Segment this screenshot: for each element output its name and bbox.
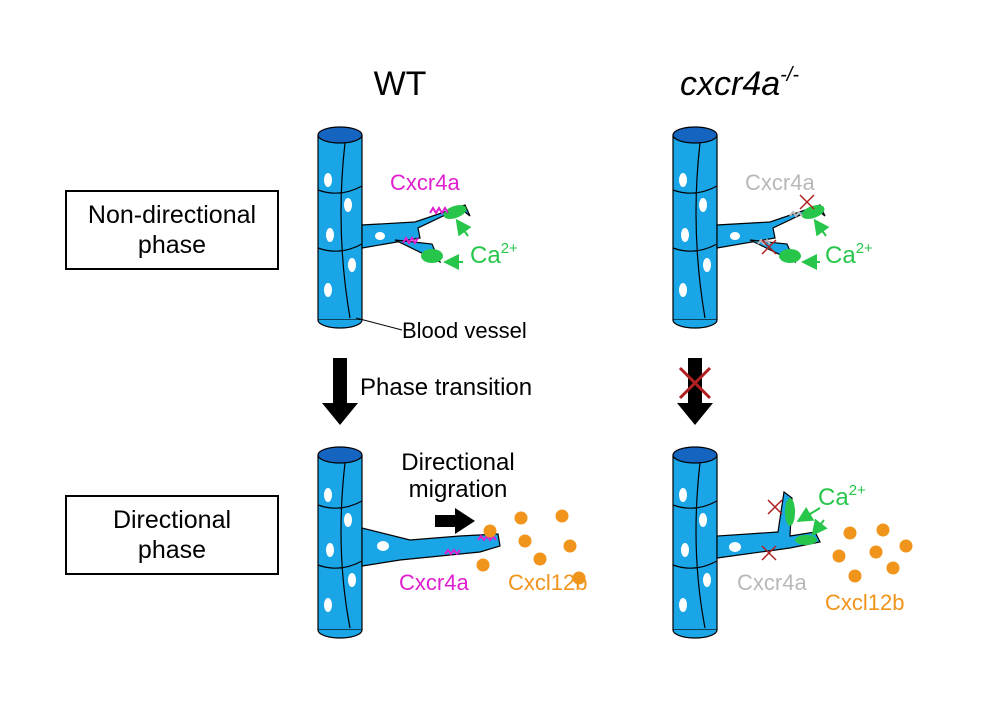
title-mutant: cxcr4a-/-: [680, 64, 799, 103]
label-cxcr4a: Cxcr4a: [390, 170, 460, 195]
block-cross: [761, 239, 777, 255]
panel-mutant-nondirectional: Cxcr4a Ca2+: [672, 126, 873, 329]
block-cross: [678, 366, 712, 400]
panel-mutant-directional: Ca2+ Cxcr4a Cxcl12b: [672, 446, 913, 639]
blood-vessel: [317, 126, 363, 329]
receptor-cxcr4a: [402, 236, 419, 245]
blood-vessel: [317, 446, 363, 639]
calcium-signal: [779, 249, 801, 263]
cxcl12b-ligands: [832, 523, 913, 583]
phase-box-directional: Directional phase: [65, 495, 279, 575]
endothelial-cell-sprout: [361, 527, 501, 567]
phase-label-line: phase: [137, 231, 207, 259]
receptor-cxcr4a: [429, 206, 449, 215]
label-cxcr4a: Cxcr4a: [399, 570, 469, 595]
vessel-leader-line: [355, 317, 403, 331]
calcium-signal: [421, 249, 443, 263]
calcium-arrow: [811, 518, 828, 537]
calcium-signal: [795, 535, 817, 545]
label-phase-transition: Phase transition: [360, 374, 532, 401]
receptor-inactive: [789, 210, 803, 218]
phase-label-line: Non-directional: [87, 201, 257, 229]
calcium-signal: [443, 205, 467, 219]
label-cxcl12b: Cxcl12b: [508, 570, 587, 595]
label-blood-vessel: Blood vessel: [402, 318, 527, 343]
receptor-cxcr4a: [444, 548, 461, 556]
title-wt: WT: [374, 65, 427, 103]
endothelial-cell-sprout: [716, 204, 826, 264]
endothelial-cell-sprout: [716, 490, 821, 559]
blood-vessel: [672, 446, 718, 639]
block-cross: [761, 545, 777, 561]
label-calcium: Ca2+: [470, 240, 518, 269]
blood-vessel: [672, 126, 718, 329]
phase-box-nondirectional: Non-directional phase: [65, 190, 279, 270]
cxcl12b-ligands: [476, 509, 586, 585]
label-calcium: Ca2+: [818, 482, 866, 511]
label-cxcr4a-inactive: Cxcr4a: [745, 170, 815, 195]
calcium-signal: [785, 498, 795, 526]
calcium-arrow: [796, 506, 821, 523]
phase-label-line: phase: [137, 536, 207, 564]
panel-wt-nondirectional: Cxcr4a Ca2+ Blood vessel: [317, 126, 527, 343]
calcium-arrow: [813, 218, 830, 237]
endothelial-cell-sprout: [361, 204, 471, 264]
block-cross: [799, 194, 815, 210]
block-cross: [767, 499, 783, 515]
calcium-arrow: [455, 218, 472, 237]
receptor-inactive: [757, 238, 771, 246]
label-cxcr4a-inactive: Cxcr4a: [737, 570, 807, 595]
label-cxcl12b: Cxcl12b: [825, 590, 904, 615]
transition-arrow-blocked: [677, 358, 713, 425]
migration-arrow: [435, 508, 475, 534]
calcium-signal: [801, 205, 825, 219]
label-calcium: Ca2+: [825, 240, 873, 269]
transition-arrow: [322, 358, 358, 425]
phase-label-line: Directional: [112, 506, 232, 534]
